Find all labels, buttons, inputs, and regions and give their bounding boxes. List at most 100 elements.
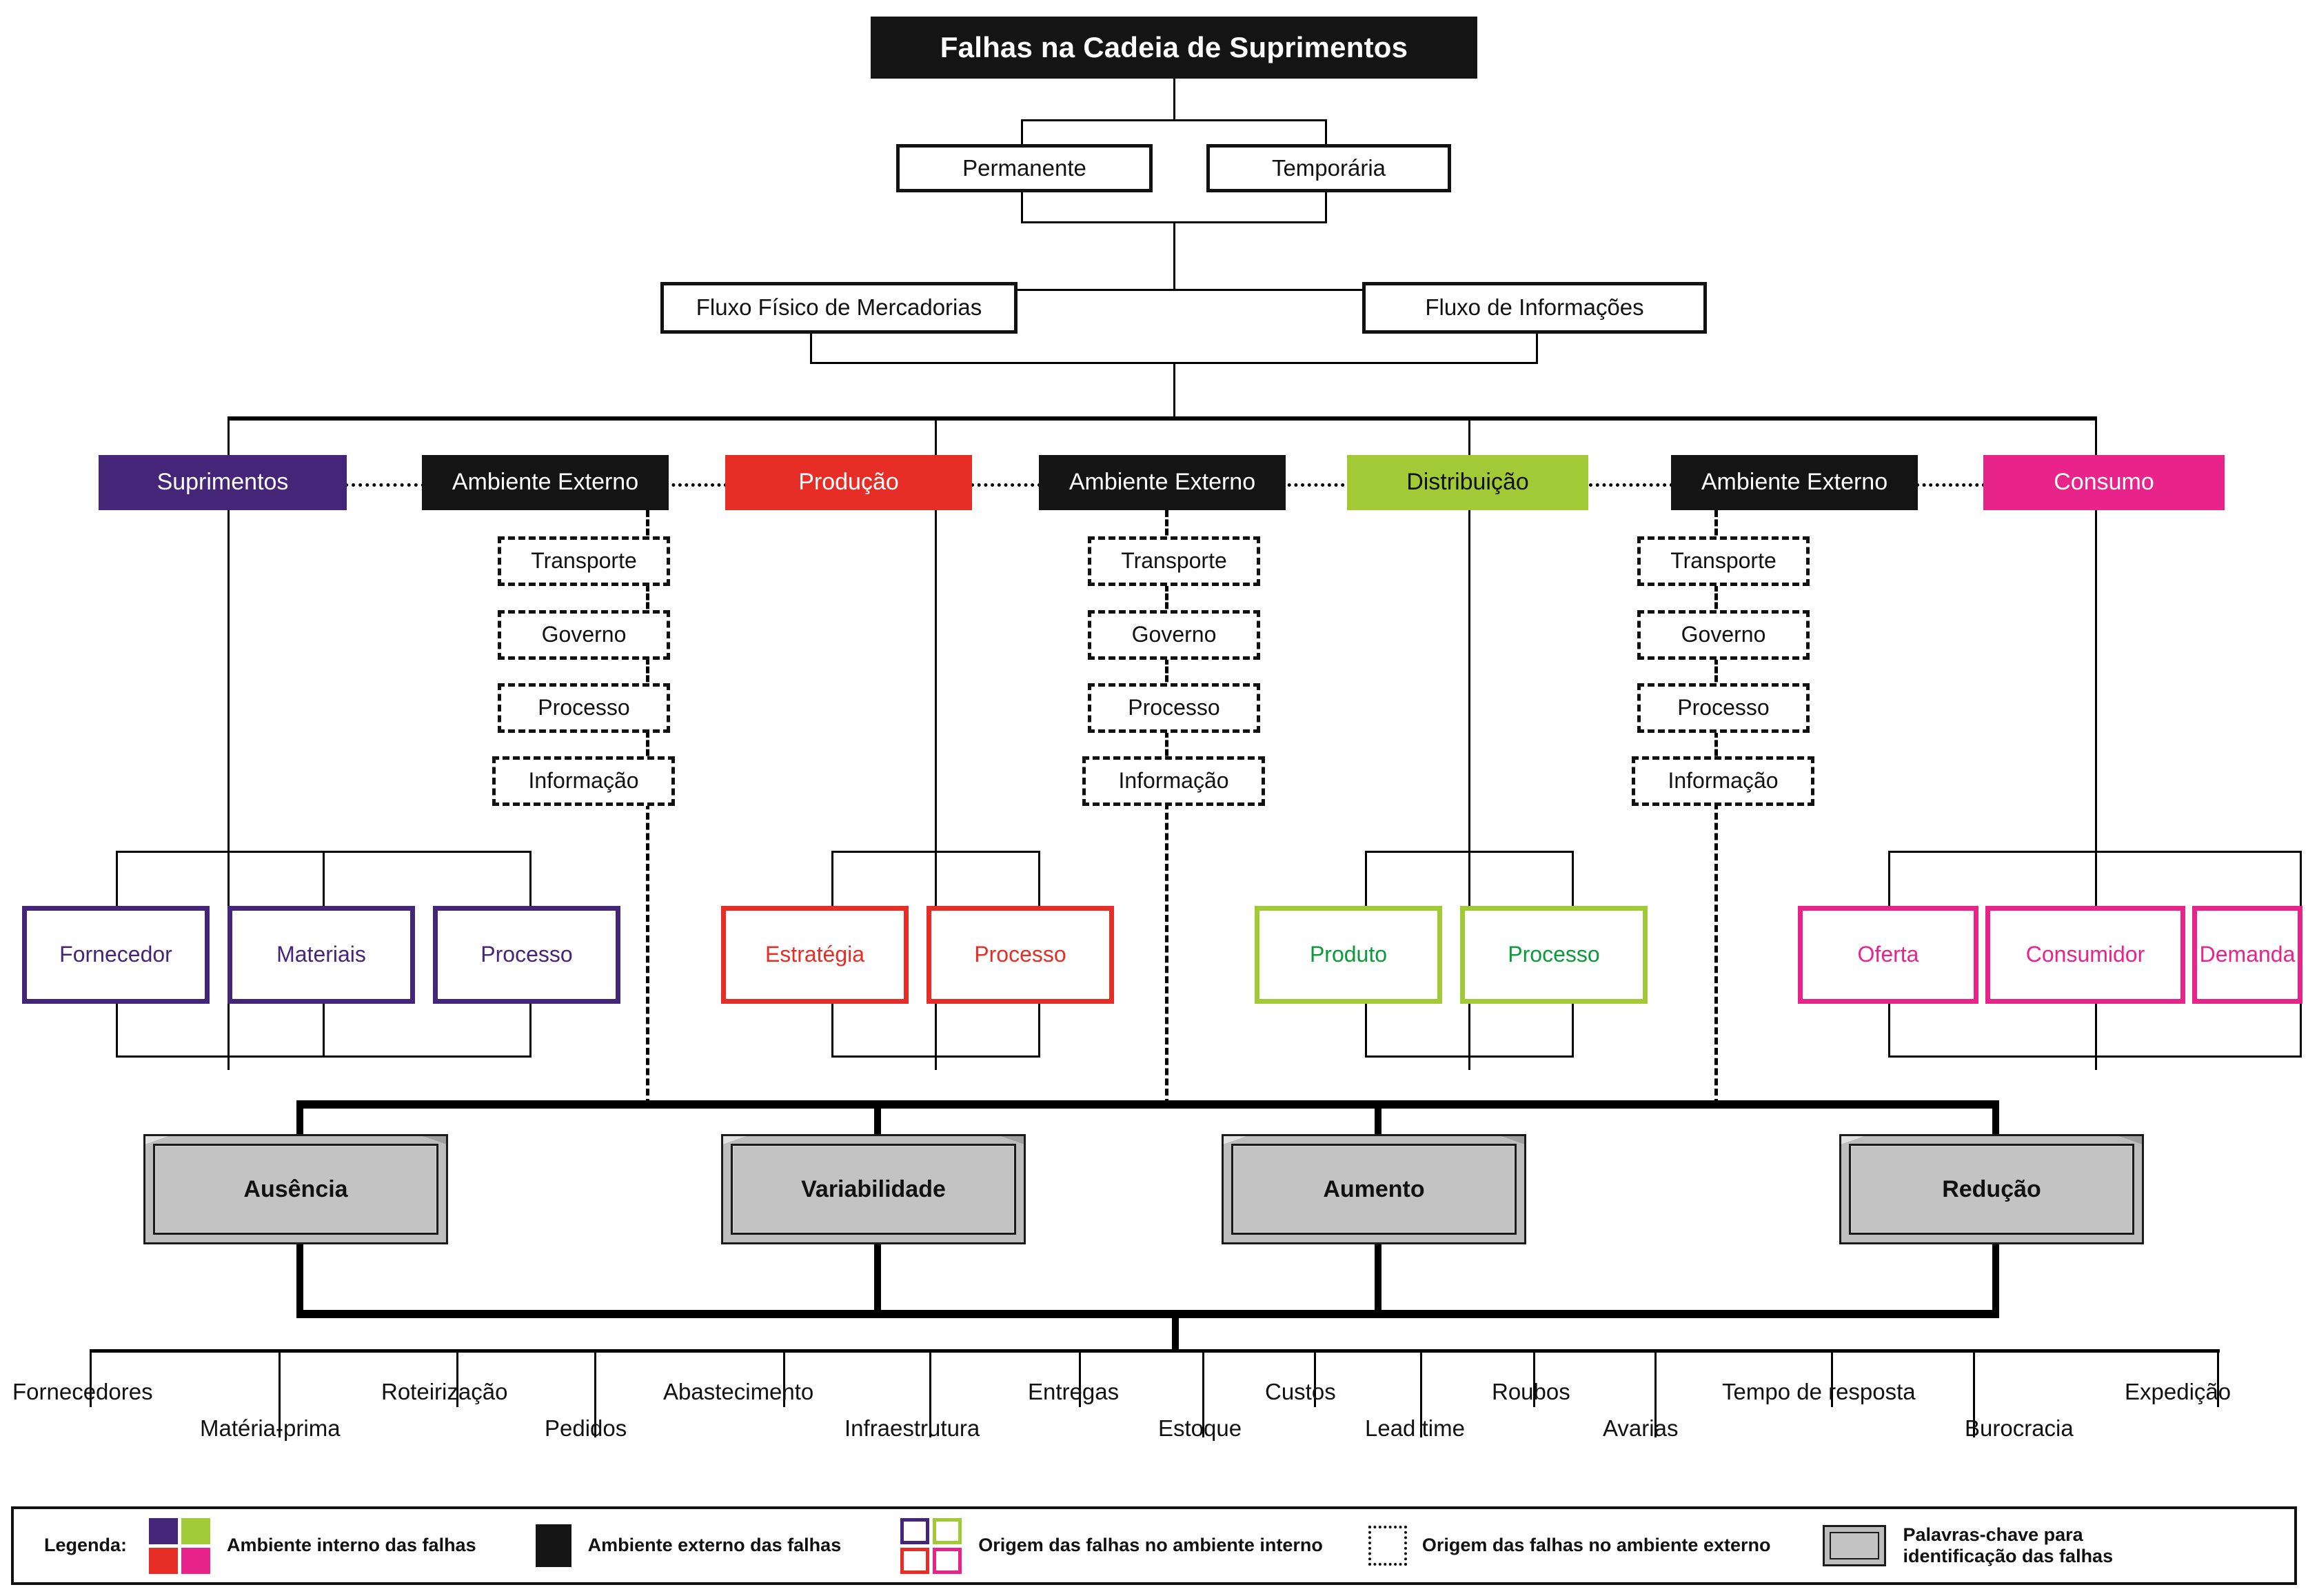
term-tick (1079, 1349, 1081, 1407)
origin-oferta: Oferta (1798, 906, 1978, 1004)
origin-label: Materiais (276, 942, 366, 967)
category-suprimentos: Suprimentos (99, 455, 347, 510)
connector (1572, 1004, 1574, 1058)
connector (1888, 1055, 2302, 1058)
ext-item-label: Informação (1668, 768, 1779, 794)
legend-label-external-env: Ambiente externo das falhas (587, 1535, 842, 1556)
origin-label: Processo (974, 942, 1066, 967)
external-env-label: Ambiente Externo (1069, 469, 1256, 496)
connector (1375, 1100, 1381, 1158)
dashed-connector (1714, 658, 1718, 691)
ext-item-label: Informação (528, 768, 639, 794)
origin-consumidor: Consumidor (1985, 906, 2185, 1004)
connector (1173, 362, 1175, 418)
legend-swatch-origin-internal (900, 1517, 962, 1574)
term-tick (1973, 1349, 1975, 1437)
term-materia-prima: Matéria-prima (200, 1415, 341, 1441)
keyword-bus-bottom (296, 1310, 1999, 1318)
origin-estrategia: Estratégia (721, 906, 909, 1004)
connector (874, 1241, 881, 1317)
origin-label: Demanda (2199, 942, 2296, 967)
node-temporaria: Temporária (1206, 144, 1451, 192)
swatch-outline-red (900, 1547, 930, 1574)
connector (296, 1100, 303, 1158)
origin-label: Produto (1309, 942, 1388, 967)
ext-item-informacao-2: Informação (1082, 756, 1265, 806)
dashed-connector (646, 585, 649, 618)
ext-item-governo-2: Governo (1088, 610, 1260, 660)
node-label: Permanente (962, 154, 1086, 181)
category-label: Distribuição (1406, 469, 1529, 496)
ext-item-informacao-3: Informação (1632, 756, 1814, 806)
connector (296, 1241, 303, 1317)
origin-label: Estratégia (765, 942, 865, 967)
node-fluxo-fisico: Fluxo Físico de Mercadorias (660, 282, 1018, 334)
node-permanente: Permanente (896, 144, 1153, 192)
ext-item-label: Governo (1131, 622, 1217, 647)
connector (1365, 1055, 1572, 1058)
term-expedicao: Expedição (2125, 1379, 2231, 1404)
connector (1536, 332, 1538, 363)
connector (323, 1004, 325, 1058)
main-bus (227, 416, 2097, 421)
ext-item-governo-3: Governo (1637, 610, 1810, 660)
origin-processo-producao: Processo (927, 906, 1114, 1004)
keyword-reducao: Redução (1839, 1134, 2144, 1244)
legend-panel: Legenda: Ambiente interno das falhas Amb… (11, 1506, 2297, 1585)
ext-item-informacao-1: Informação (492, 756, 675, 806)
dashed-connector (1714, 802, 1718, 1106)
dashed-connector (646, 802, 649, 1106)
swatch-green (181, 1517, 211, 1544)
connector (2300, 851, 2302, 906)
term-tick (1202, 1349, 1204, 1437)
dashed-connector (1714, 585, 1718, 618)
connector (810, 289, 1538, 291)
ext-item-label: Transporte (1670, 548, 1776, 574)
connector (323, 851, 325, 906)
connector (1572, 851, 1574, 906)
ext-item-transporte-1: Transporte (498, 536, 670, 586)
dotted-link (1281, 483, 1351, 487)
connector (831, 851, 1038, 853)
term-tick (1420, 1349, 1422, 1437)
term-fornecedores: Fornecedores (12, 1379, 153, 1404)
origin-label: Oferta (1857, 942, 1919, 967)
connector (831, 851, 833, 906)
term-tick (783, 1349, 785, 1407)
ext-item-label: Transporte (1121, 548, 1227, 574)
category-distribuicao: Distribuição (1347, 455, 1588, 510)
category-producao: Produção (725, 455, 972, 510)
connector (1365, 1004, 1367, 1058)
term-tick (90, 1349, 92, 1407)
term-custos: Custos (1265, 1379, 1336, 1404)
dashed-connector (1165, 731, 1168, 765)
connector (116, 1055, 529, 1058)
connector (1021, 119, 1023, 145)
origin-fornecedor: Fornecedor (22, 906, 210, 1004)
ext-item-governo-1: Governo (498, 610, 670, 660)
origin-demanda: Demanda (2192, 906, 2302, 1004)
dashed-connector (646, 510, 649, 545)
dotted-link (1589, 483, 1673, 487)
legend-label-origin-external: Origem das falhas no ambiente externo (1421, 1535, 1771, 1556)
connector (1173, 78, 1175, 121)
connector (1038, 851, 1040, 906)
term-lead-time: Lead time (1365, 1415, 1465, 1441)
dashed-connector (1165, 802, 1168, 1106)
keyword-label: Aumento (1323, 1175, 1425, 1202)
category-label: Suprimentos (156, 469, 289, 496)
origin-processo-suprimentos: Processo (433, 906, 620, 1004)
connector (1888, 851, 1890, 906)
category-label: Consumo (2054, 469, 2154, 496)
term-entregas: Entregas (1028, 1379, 1120, 1404)
connector (2095, 416, 2097, 1070)
legend-swatch-internal (149, 1517, 211, 1574)
term-pedidos: Pedidos (545, 1415, 627, 1441)
term-roteirizacao: Roteirização (381, 1379, 508, 1404)
external-env-label: Ambiente Externo (1701, 469, 1888, 496)
connector (1173, 221, 1175, 290)
swatch-purple (149, 1517, 179, 1544)
swatch-outline-purple (900, 1517, 930, 1544)
connector (1038, 1004, 1040, 1058)
swatch-red (149, 1547, 179, 1574)
